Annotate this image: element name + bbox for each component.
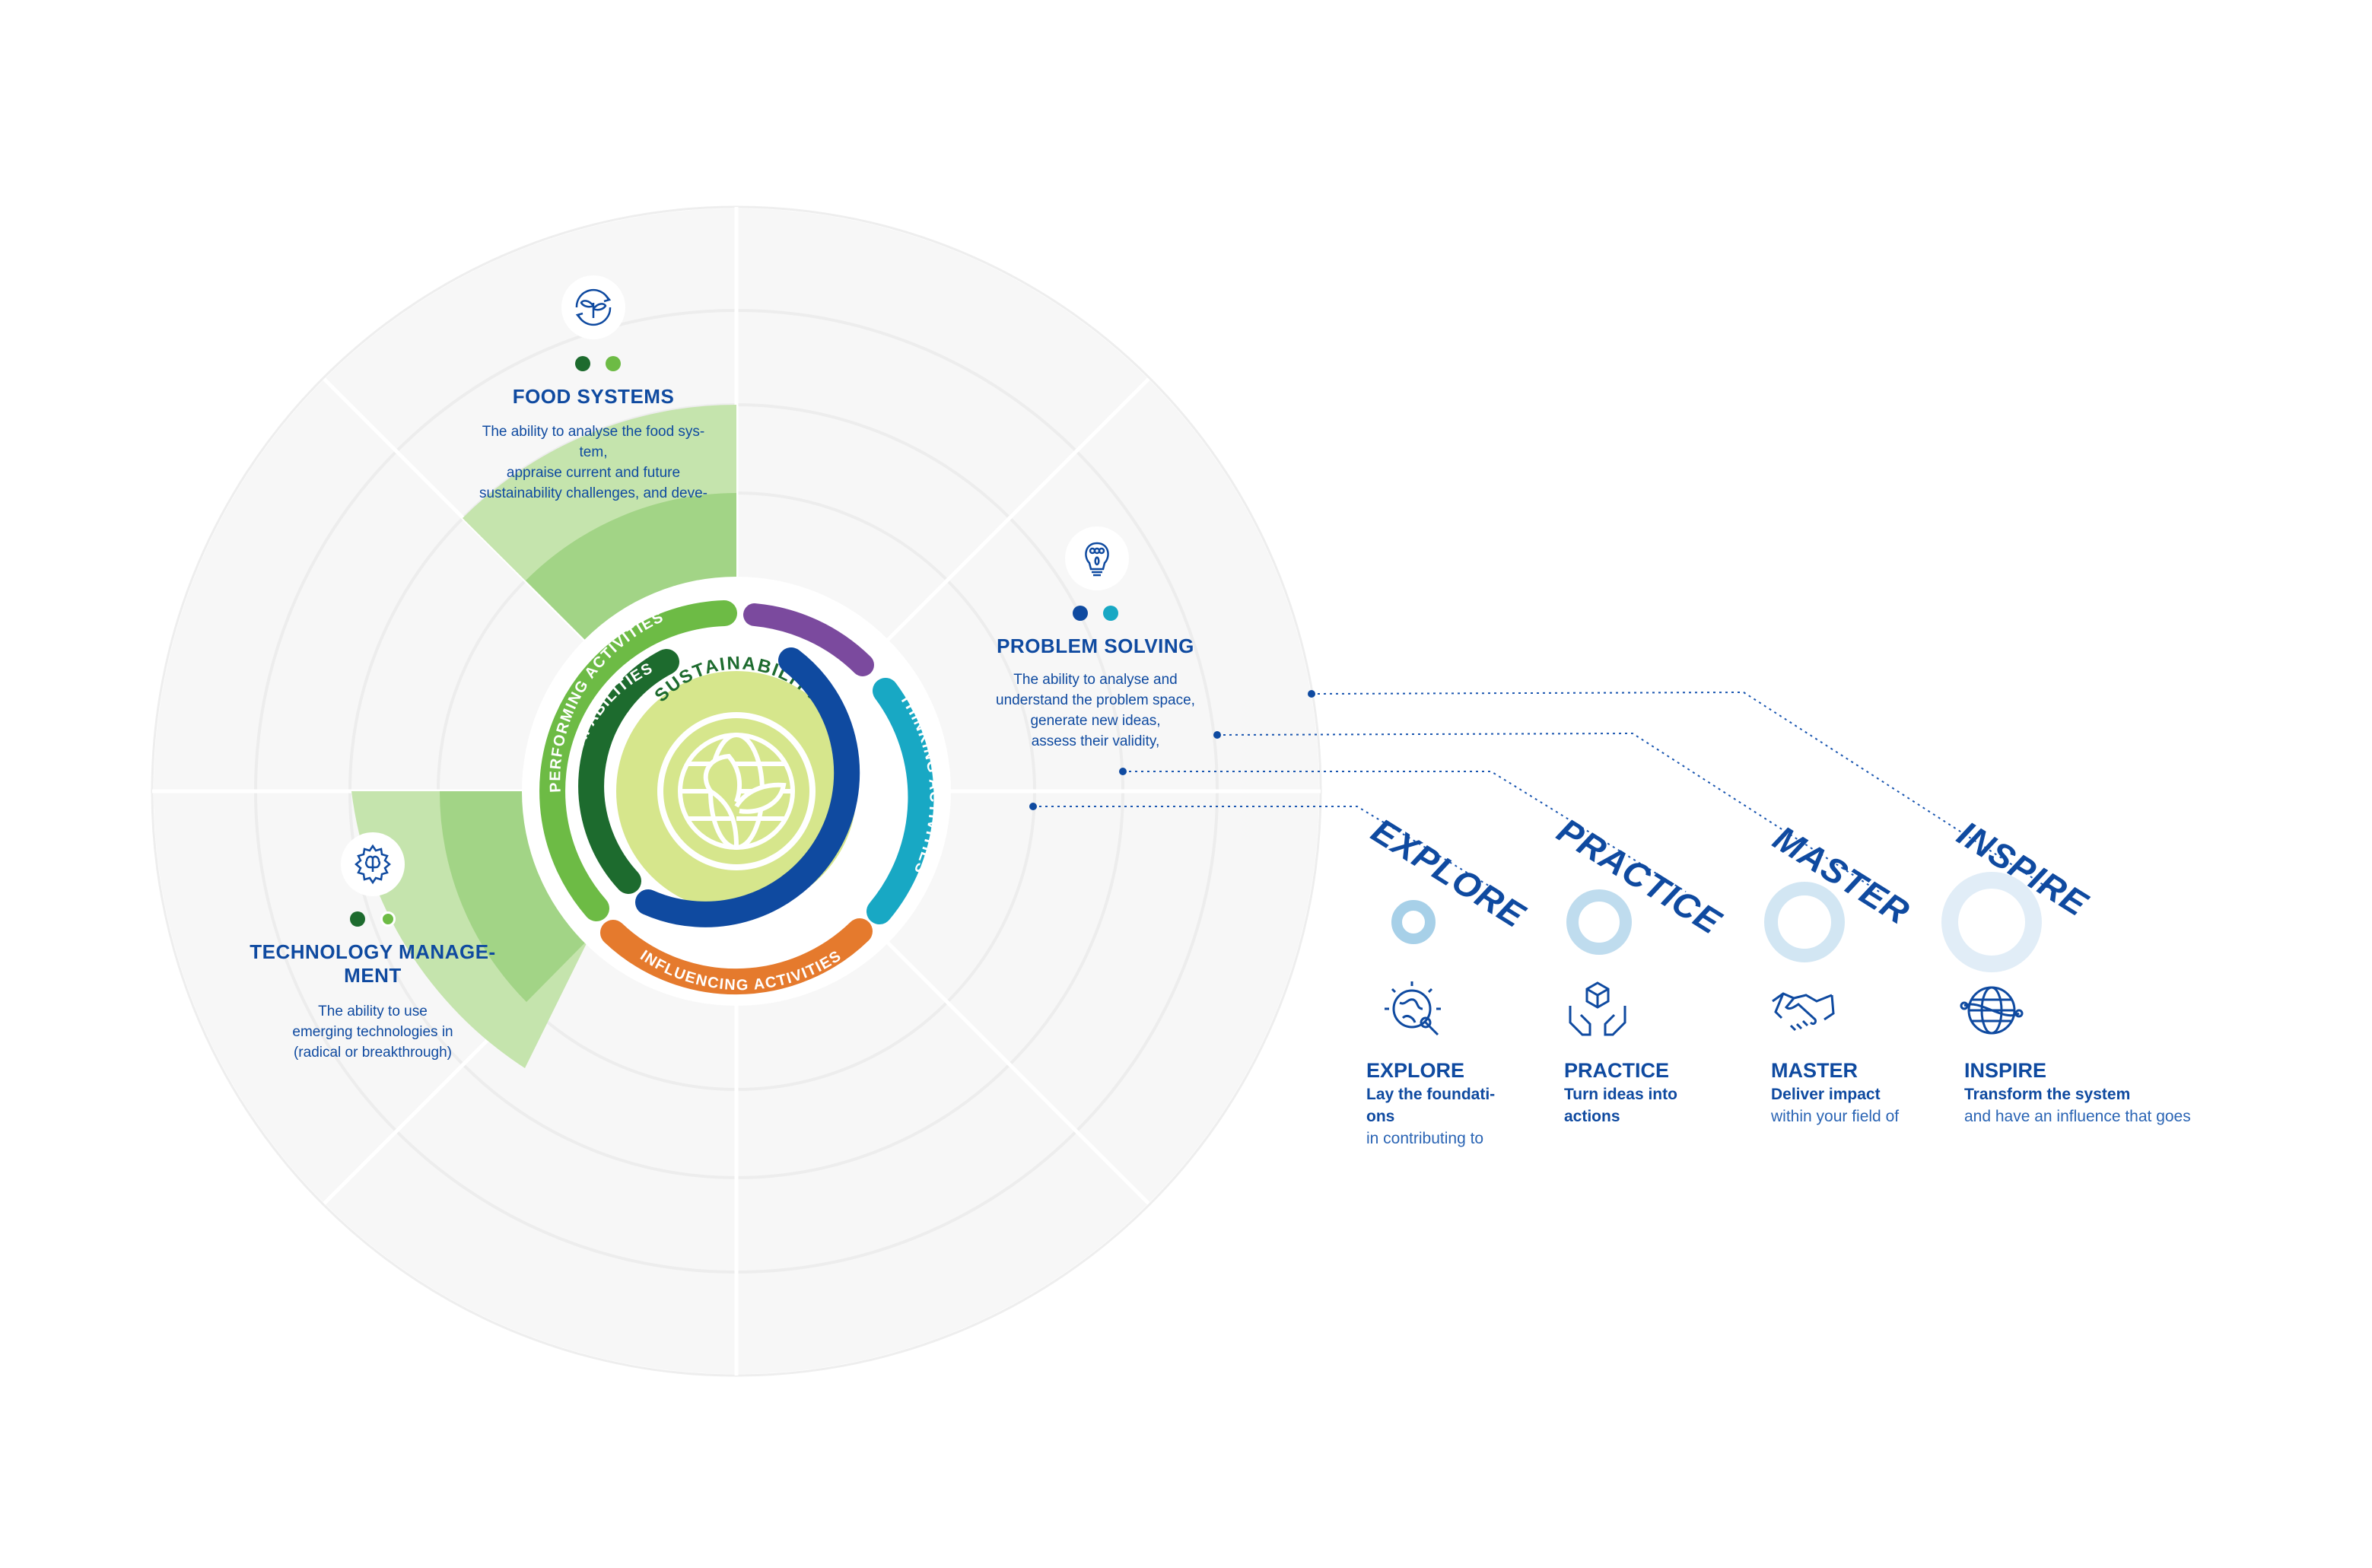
technology-title: TECHNOLOGY MANAGE- MENT [221, 940, 525, 988]
master-title: MASTER [1771, 1059, 1858, 1082]
technology-desc-line: emerging technologies in [292, 1024, 453, 1040]
problem-solving-desc-line: generate new ideas, [1030, 713, 1161, 729]
lightbulb-icon [1085, 542, 1109, 577]
thinking-activities-arc [866, 678, 934, 924]
problem-solving-dot-2 [1103, 606, 1118, 621]
technical-capabilities-arc [578, 649, 679, 894]
problem-solving-desc: The ability to analyse and understand th… [943, 670, 1248, 752]
technology-desc: The ability to use emerging technologies… [221, 1001, 525, 1063]
food-systems-desc-line: tem, [579, 444, 608, 460]
inspire-ring [1941, 872, 2042, 972]
practice-ring [1566, 889, 1632, 955]
food-systems-desc: The ability to analyse the food sys- tem… [441, 421, 746, 504]
inspire-light-line: and have an influence that goes [1964, 1108, 2191, 1125]
level-leader-lines [1033, 691, 2055, 892]
handshake-icon [1772, 992, 1835, 1032]
leader-line-explore [1033, 806, 1499, 892]
globe-leaf-icon [678, 733, 795, 850]
explore-bold-line: Lay the foundati- [1366, 1086, 1496, 1103]
leader-dots [1029, 690, 1315, 810]
globe-search-icon [1385, 981, 1441, 1036]
food-systems-desc-line: The ability to analyse the food sys- [482, 424, 705, 440]
master-block: MASTER Deliver impact within your field … [1771, 1058, 1899, 1127]
technology-title-line: MENT [344, 964, 402, 987]
hands-cube-icon [1569, 981, 1626, 1036]
food-systems-title: FOOD SYSTEMS [512, 385, 675, 408]
influencing-activities-arc [600, 918, 873, 995]
technology-desc-line: The ability to use [318, 1003, 428, 1019]
master-bold-line: Deliver impact [1771, 1086, 1881, 1103]
food-systems-dot-2 [606, 356, 621, 371]
food-systems-desc-line: appraise current and future [506, 465, 681, 481]
problem-solving-desc-line: understand the problem space, [996, 692, 1195, 708]
problem-solving-desc-line: The ability to analyse and [1013, 672, 1178, 688]
explore-light-line: in contributing to [1366, 1130, 1484, 1147]
practice-title: PRACTICE [1564, 1059, 1670, 1082]
gear-chip-icon [355, 844, 391, 885]
food-systems-icon-wrap [561, 275, 625, 339]
problem-solving-icon-wrap [1065, 526, 1129, 590]
practice-bold-line: Turn ideas into [1564, 1086, 1677, 1103]
technology-dot-1 [350, 911, 365, 927]
underpinning-capabilities-arc [635, 647, 860, 927]
practice-bold-line: actions [1564, 1108, 1620, 1125]
problem-solving-dot-1 [1073, 606, 1088, 621]
master-ring [1764, 882, 1845, 962]
entrepreneurship-arc [743, 603, 874, 676]
explore-block: EXPLORE Lay the foundati- ons in contrib… [1366, 1058, 1495, 1150]
inspire-block: INSPIRE Transform the system and have an… [1964, 1058, 2191, 1127]
leader-line-practice [1123, 771, 1687, 892]
explore-title: EXPLORE [1366, 1059, 1465, 1082]
leader-line-inspire [1311, 691, 2055, 892]
problem-solving-title: PROBLEM SOLVING [997, 635, 1194, 657]
technology-title-line: TECHNOLOGY MANAGE- [250, 940, 496, 963]
leader-line-master [1216, 732, 1880, 892]
practice-block: PRACTICE Turn ideas into actions [1564, 1058, 1677, 1127]
food-systems-dot-1 [575, 356, 590, 371]
food-systems-wedge-inner [526, 493, 736, 644]
explore-ring [1391, 900, 1436, 944]
problem-solving-desc-line: assess their validity, [1031, 733, 1160, 749]
inspire-bold-line: Transform the system [1964, 1086, 2131, 1103]
technology-dot-2 [380, 911, 396, 927]
master-light-line: within your field of [1771, 1108, 1900, 1125]
performing-activities-arc [539, 600, 737, 921]
explore-bold-line: ons [1366, 1108, 1395, 1125]
food-systems-desc-line: sustainability challenges, and deve- [479, 485, 707, 501]
technology-wedge-inner [439, 791, 589, 1002]
technology-desc-line: (radical or breakthrough) [293, 1045, 453, 1061]
globe-network-icon [1960, 986, 2024, 1035]
plant-cycle-icon [575, 288, 612, 326]
technology-icon-wrap [341, 832, 405, 896]
inspire-title: INSPIRE [1964, 1059, 2047, 1082]
